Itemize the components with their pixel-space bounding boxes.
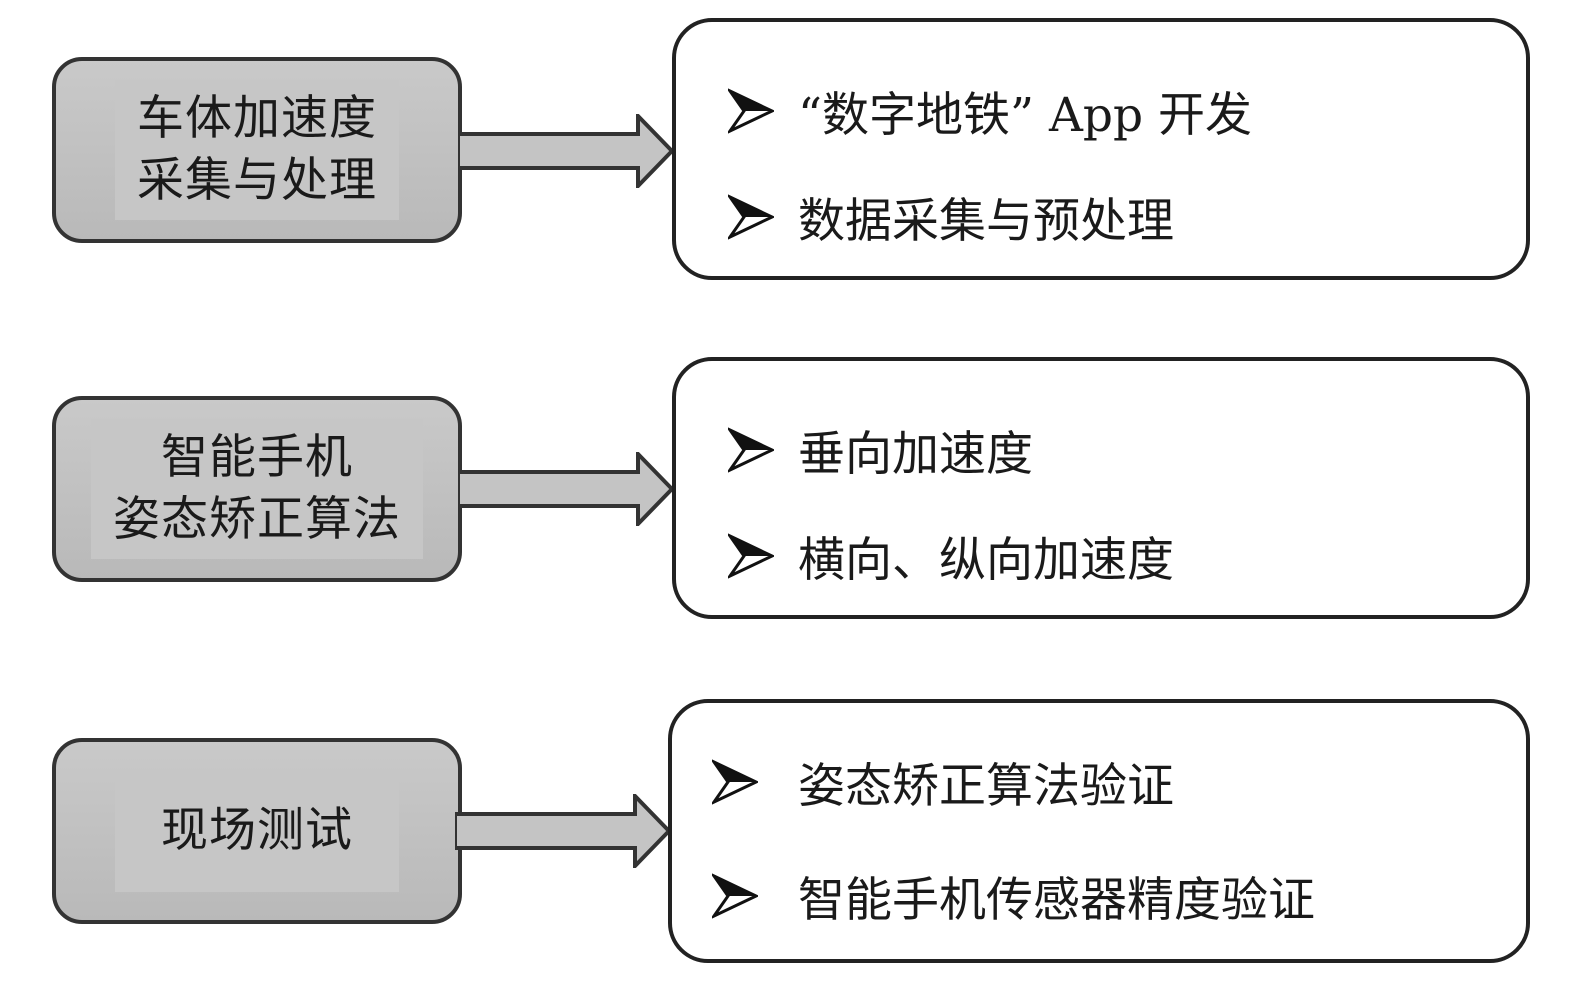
- stage-label-2: 智能手机 姿态矫正算法: [91, 419, 423, 559]
- right-arrow-icon: [455, 794, 671, 868]
- list-item: 横向、纵向加速度: [728, 521, 1174, 590]
- detail-panel-1: “数字地铁” App 开发 数据采集与预处理: [672, 18, 1530, 280]
- stage-box-2: 智能手机 姿态矫正算法: [52, 396, 462, 582]
- stage-label-line: 现场测试: [161, 803, 353, 858]
- stage-box-1: 车体加速度 采集与处理: [52, 57, 462, 243]
- stage-label-3: 现场测试: [115, 770, 399, 892]
- list-item-text: 垂向加速度: [798, 427, 1033, 482]
- list-item: 姿态矫正算法验证: [712, 747, 1174, 816]
- list-item-text: 横向、纵向加速度: [798, 533, 1174, 588]
- arrowhead-bullet-icon: [728, 193, 774, 240]
- list-item: “数字地铁” App 开发: [728, 76, 1252, 145]
- detail-panel-2: 垂向加速度 横向、纵向加速度: [672, 357, 1530, 619]
- arrowhead-bullet-icon: [728, 87, 774, 134]
- list-item-text: 智能手机传感器精度验证: [798, 873, 1315, 928]
- stage-box-3: 现场测试: [52, 738, 462, 924]
- detail-panel-3: 姿态矫正算法验证 智能手机传感器精度验证: [668, 699, 1530, 963]
- right-arrow-icon: [458, 452, 674, 526]
- arrowhead-bullet-icon: [728, 426, 774, 473]
- list-item-text: 姿态矫正算法验证: [798, 759, 1174, 814]
- stage-label-line: 车体加速度: [137, 91, 377, 146]
- stage-label-line: 智能手机: [161, 430, 353, 485]
- list-item: 数据采集与预处理: [728, 182, 1174, 251]
- arrowhead-bullet-icon: [728, 532, 774, 579]
- stage-label-1: 车体加速度 采集与处理: [115, 80, 399, 220]
- list-item: 垂向加速度: [728, 415, 1033, 484]
- list-item-text: “数字地铁” App 开发: [798, 88, 1253, 143]
- stage-label-line: 采集与处理: [137, 153, 377, 208]
- right-arrow-icon: [458, 114, 674, 188]
- stage-label-line: 姿态矫正算法: [113, 492, 401, 547]
- arrowhead-bullet-icon: [712, 872, 758, 919]
- arrowhead-bullet-icon: [712, 758, 758, 805]
- list-item-text: 数据采集与预处理: [798, 194, 1174, 249]
- list-item: 智能手机传感器精度验证: [712, 861, 1315, 930]
